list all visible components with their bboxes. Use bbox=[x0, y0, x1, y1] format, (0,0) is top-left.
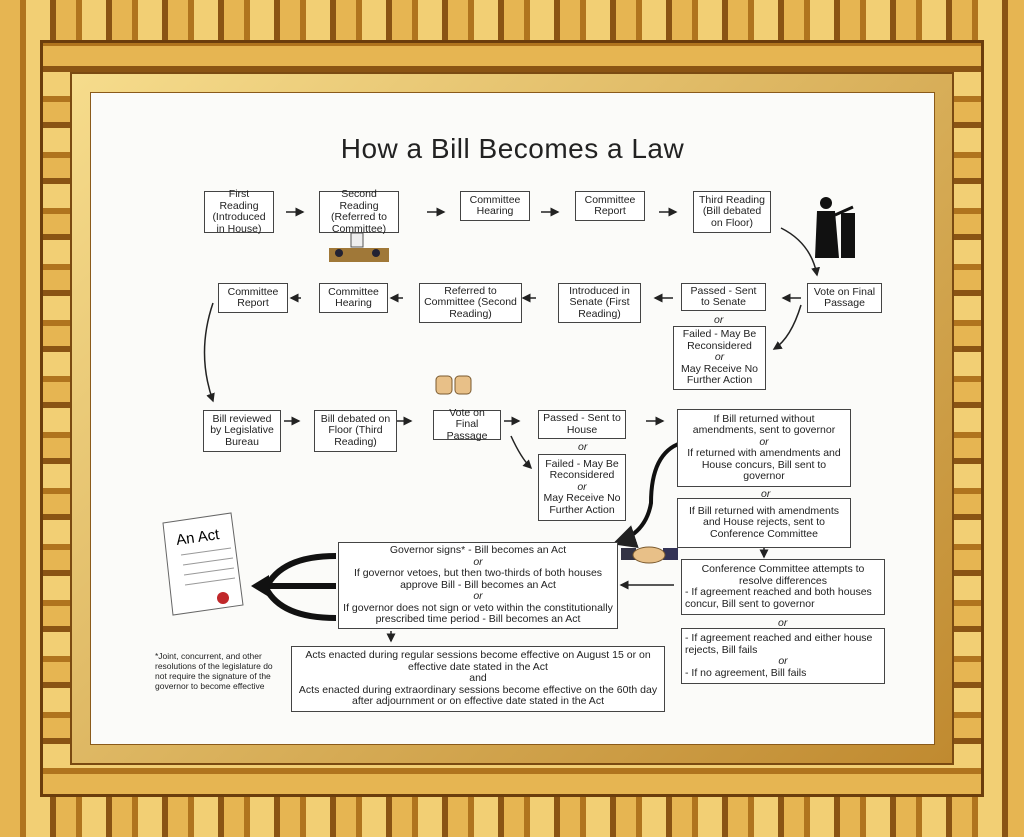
introduced-senate-box: Introduced in Senate (First Reading) bbox=[558, 283, 641, 323]
conference-title: Conference Committee attempts to resolve… bbox=[701, 563, 865, 587]
passed-to-house-box: Passed - Sent to House bbox=[538, 410, 626, 439]
no-agreement-text: - If no agreement, Bill fails bbox=[685, 666, 807, 679]
committee-report-box: Committee Report bbox=[575, 191, 645, 221]
house-concurs-text: If returned with amendments and House co… bbox=[687, 447, 841, 482]
house-vote-box: Vote on Final Passage bbox=[807, 283, 882, 313]
or-label: or bbox=[714, 351, 725, 364]
or-label: or bbox=[714, 314, 724, 326]
senate-committee-report-box: Committee Report bbox=[218, 283, 288, 313]
senate-vote-box: Vote on Final Passage bbox=[433, 407, 501, 442]
conference-fails-box: - If agreement reached and either house … bbox=[681, 628, 885, 684]
regular-session-text: Acts enacted during regular sessions bec… bbox=[305, 649, 651, 673]
or-label: or bbox=[578, 441, 588, 453]
or-label: or bbox=[577, 480, 587, 493]
page-title: How a Bill Becomes a Law bbox=[340, 133, 685, 164]
house-rejects-box: If Bill returned with amendments and Hou… bbox=[677, 498, 851, 548]
or-label: or bbox=[778, 655, 788, 667]
senate-committee-hearing-box: Committee Hearing bbox=[319, 283, 388, 313]
conference-committee-box: Conference Committee attempts to resolve… bbox=[681, 559, 885, 615]
flow-arrows bbox=[162, 197, 855, 643]
first-reading-box: First Reading (Introduced in House) bbox=[204, 188, 274, 234]
failed-text: Failed - May Be Reconsidered bbox=[545, 457, 619, 482]
or-label: or bbox=[778, 617, 788, 629]
passed-to-senate-box: Passed - Sent to Senate bbox=[681, 283, 766, 311]
second-reading-box: Second Reading (Referred to Committee) bbox=[319, 188, 399, 234]
governor-signs-text: Governor signs* - Bill becomes an Act bbox=[389, 544, 567, 557]
extraordinary-session-text: Acts enacted during extraordinary sessio… bbox=[298, 683, 658, 708]
diagram-paper: How a Bill Becomes a Law An Act First Re… bbox=[90, 92, 935, 745]
referred-committee-box: Referred to Committee (Second Reading) bbox=[419, 283, 522, 323]
committee-hearing-box: Committee Hearing bbox=[460, 191, 530, 221]
no-action-text: May Receive No Further Action bbox=[543, 492, 621, 516]
veto-override-text: If governor vetoes, but then two-thirds … bbox=[353, 567, 603, 591]
act-document-icon bbox=[162, 512, 244, 616]
third-reading-box: Third Reading (Bill debated on Floor) bbox=[693, 191, 771, 233]
either-rejects-text: - If agreement reached and either house … bbox=[685, 632, 873, 656]
or-label: or bbox=[473, 555, 483, 568]
speaker-at-podium-icon bbox=[815, 197, 855, 258]
no-action-text: If governor does not sign or veto within… bbox=[343, 601, 613, 626]
and-label: and bbox=[469, 672, 487, 685]
senate-debate-box: Bill debated on Floor (Third Reading) bbox=[314, 410, 397, 452]
footnote: *Joint, concurrent, and other resolution… bbox=[155, 651, 273, 691]
or-label: or bbox=[761, 488, 771, 500]
committee-meeting-icon bbox=[329, 232, 389, 262]
effective-date-box: Acts enacted during regular sessions bec… bbox=[291, 646, 665, 712]
both-concur-text: - If agreement reached and both houses c… bbox=[685, 586, 872, 610]
or-label: or bbox=[473, 590, 483, 603]
failed-text: Failed - May Be Reconsidered bbox=[682, 328, 757, 352]
no-action-text: May Receive No Further Action bbox=[680, 362, 759, 387]
no-amendments-text: If Bill returned without amendments, sen… bbox=[692, 412, 836, 436]
legislative-bureau-box: Bill reviewed by Legislative Bureau bbox=[203, 410, 281, 452]
or-label: or bbox=[759, 435, 769, 448]
returned-to-house-box: If Bill returned without amendments, sen… bbox=[677, 409, 851, 487]
thumbs-down-up-icon bbox=[435, 375, 472, 395]
handshake-icon bbox=[621, 546, 678, 564]
